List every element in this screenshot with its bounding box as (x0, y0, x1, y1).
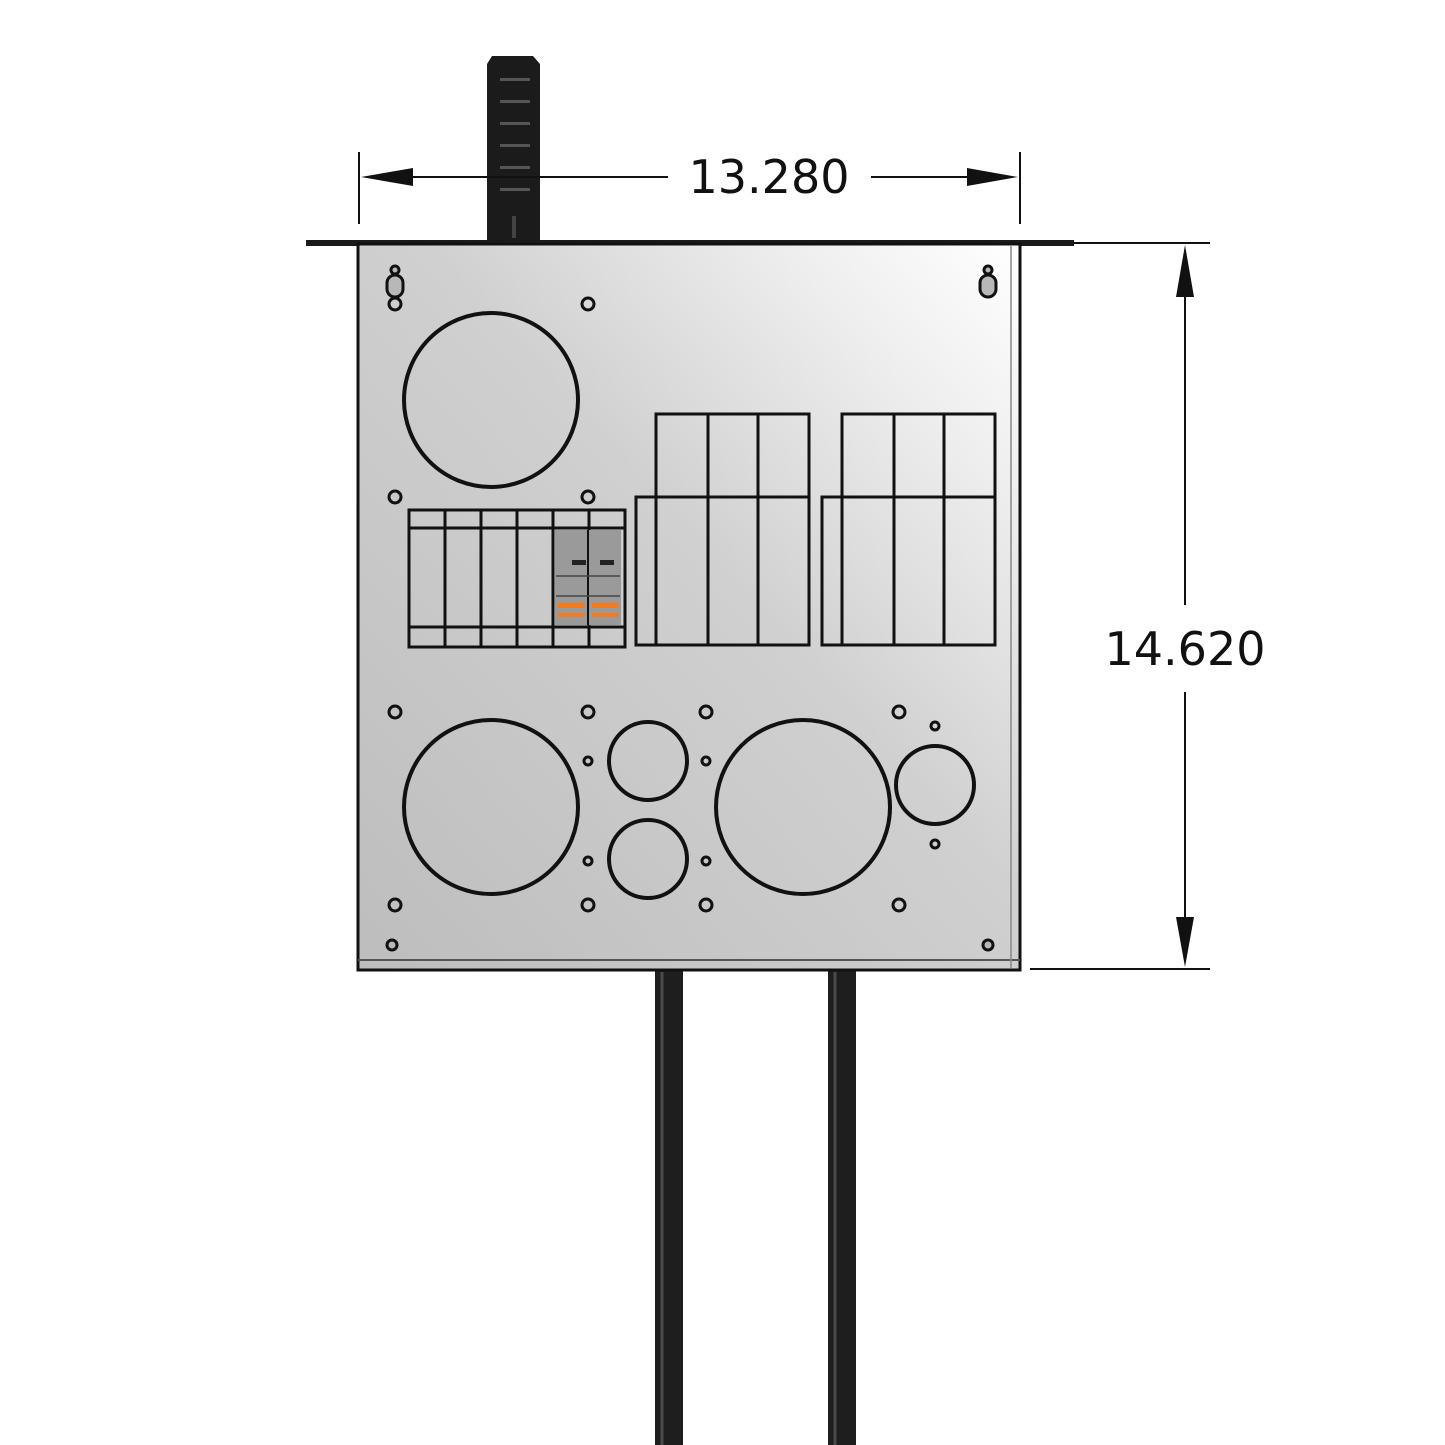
knockout-small-right (894, 744, 976, 826)
breaker-orange-stripe (592, 603, 619, 608)
width-label: 13.280 (689, 150, 850, 204)
conduit-right (828, 970, 856, 1445)
knockout-large-top (402, 311, 580, 489)
height-dimension (1030, 242, 1210, 970)
conduit-left (655, 970, 683, 1445)
mounting-holes (387, 296, 941, 913)
breaker-space-right (820, 412, 997, 647)
top-connector (487, 56, 540, 240)
conduit-pipes (655, 970, 856, 1445)
breaker-space-middle (634, 412, 811, 647)
panel-body (356, 242, 1022, 972)
knockouts (402, 311, 976, 900)
knockout-large-bottom-left (402, 718, 580, 896)
installed-breaker (555, 530, 621, 625)
breaker-orange-stripe (558, 603, 585, 608)
keyhole-slots (385, 264, 998, 952)
width-dimension (358, 152, 1021, 224)
height-label: 14.620 (1105, 622, 1266, 676)
knockout-large-bottom-right (714, 718, 892, 896)
knockout-small-lower (607, 818, 689, 900)
knockout-small-upper (607, 720, 689, 802)
